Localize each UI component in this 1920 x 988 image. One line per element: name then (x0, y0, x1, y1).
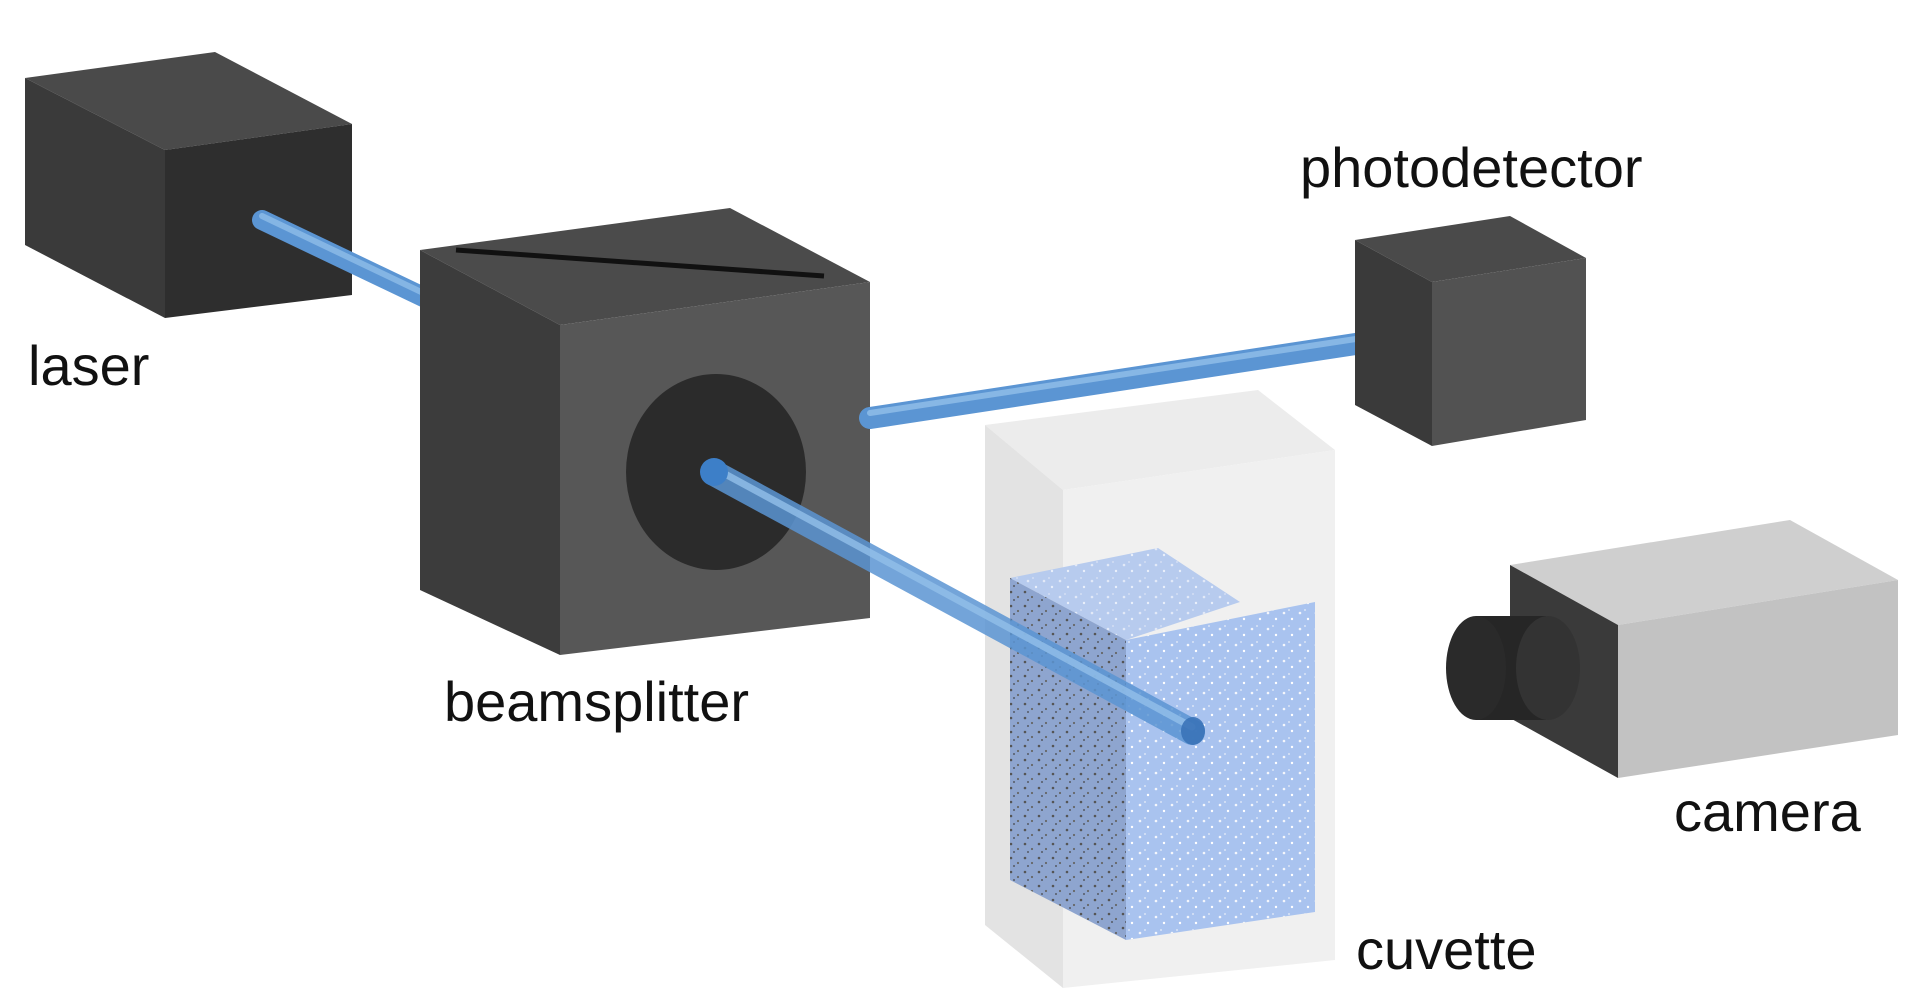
camera-label: camera (1674, 780, 1861, 843)
camera-lens (1446, 616, 1580, 720)
beam-laser-to-beamsplitter (252, 210, 450, 315)
laser-label: laser (28, 334, 150, 397)
beamsplitter-label: beamsplitter (444, 670, 750, 733)
beamsplitter-cube (420, 208, 870, 655)
beam-to-cuvette (700, 458, 1205, 745)
photodetector-label: photodetector (1300, 136, 1643, 199)
laser-device (25, 52, 352, 318)
cuvette (985, 390, 1335, 988)
beamsplitter-diagonal-line (455, 247, 825, 279)
cuvette-label: cuvette (1356, 918, 1537, 981)
beam-to-photodetector (859, 327, 1406, 429)
photodetector-device (1355, 216, 1586, 446)
camera-device (1446, 520, 1898, 778)
